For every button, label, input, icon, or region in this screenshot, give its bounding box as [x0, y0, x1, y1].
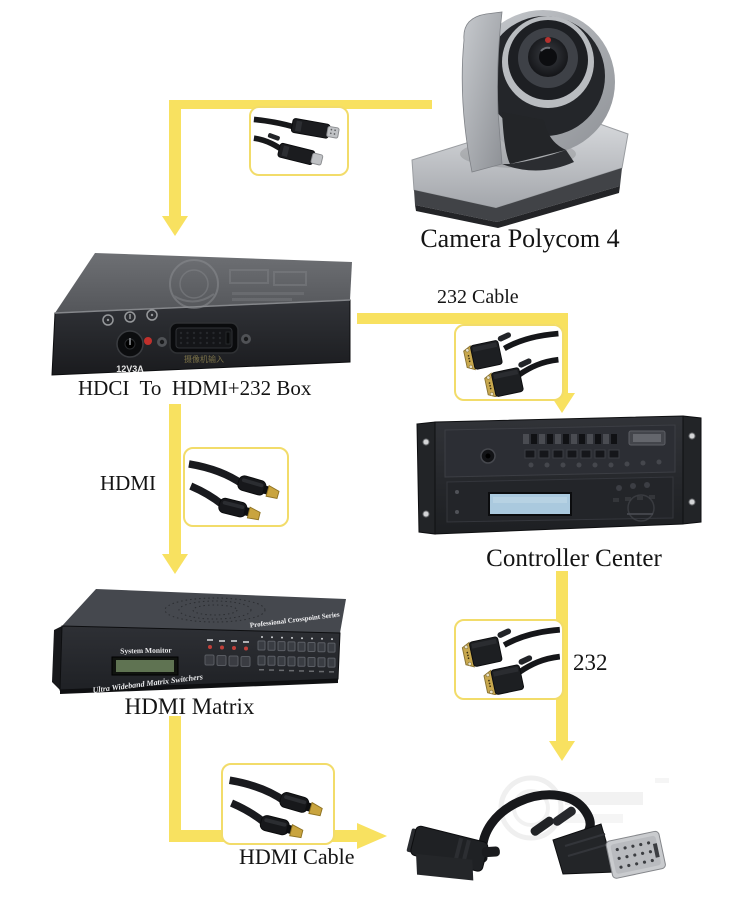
hdmi-cable-drawing-1 [188, 460, 280, 521]
arrow-controller-to-adapter-head-icon [549, 741, 575, 761]
rs232-serial-cable-image-2 [454, 619, 564, 700]
hdci-box-port-label: 摄像机输入 [184, 354, 224, 364]
camera-record-led [545, 37, 551, 43]
dvi-plug-1 [290, 118, 340, 139]
arrow-hdci-to-matrix-head-icon [162, 554, 188, 574]
adapter-thumbscrew-2 [552, 806, 576, 826]
hdci-box-label: HDCI To HDMI+232 Box [78, 376, 312, 400]
hdci-box-dvi-port [157, 322, 251, 354]
hdmi-cable-drawing-2 [228, 776, 323, 839]
camera-image [411, 10, 629, 228]
hdmi-cable-image-2 [221, 763, 335, 845]
camera-head [461, 10, 615, 173]
matrix-top-face [62, 589, 346, 633]
arrow-hdci-to-controller-horizontal [357, 313, 568, 324]
controller-connector-row [524, 449, 620, 459]
arrow-hdci-to-matrix-vertical [169, 404, 181, 556]
arrow-camera-to-hdci-vertical [169, 100, 181, 218]
arrow-camera-to-hdci-horizontal [170, 100, 432, 109]
hdci-box-power-jack [116, 330, 144, 358]
arrow-camera-to-hdci-head-icon [162, 216, 188, 236]
camera-label: Camera Polycom 4 [420, 224, 620, 253]
controller-lcd-display [488, 492, 572, 516]
matrix-middle-controls [204, 639, 251, 667]
matrix-left-side [52, 626, 62, 690]
hdci-box-image: 12V3A 摄像机输入 [51, 253, 352, 376]
db9-connector-1 [463, 340, 503, 371]
matrix-button-grid [257, 636, 336, 673]
hdci-dvi-cable-image [249, 106, 349, 176]
hdci-box-watermark-logo [169, 259, 307, 309]
rs232-serial-cable-image [454, 324, 564, 401]
controller-image [416, 415, 702, 535]
hdmi-plug-2 [218, 497, 261, 521]
rs232-serial-cable-drawing [463, 330, 559, 397]
hdmi-matrix-image: System Monitor [52, 589, 346, 695]
hdci-box-indicator-icons [102, 309, 158, 326]
controller-terminal-strip [523, 434, 617, 444]
rs232-cable-label: 232 Cable [437, 286, 519, 308]
arrow-matrix-to-adapter-vertical [169, 716, 181, 842]
hdmi-plug-1 [237, 475, 280, 499]
hdci-box-power-led [144, 337, 152, 345]
adapter-right-connector [552, 823, 666, 879]
db9-connector-2 [484, 367, 524, 397]
dvi-plug-2 [277, 142, 324, 166]
hdci-box-power-label: 12V3A [116, 364, 144, 374]
arrow-matrix-to-adapter-head-icon [357, 823, 387, 849]
adapter-thumbscrew-1 [530, 816, 554, 836]
hdci-dvi-cable-drawing [253, 116, 340, 166]
controller-label: Controller Center [486, 545, 662, 572]
controller-bottom-panel [446, 476, 674, 523]
hdmi-matrix-label: HDMI Matrix [124, 694, 255, 719]
camera-arm [461, 11, 503, 173]
controller-right-controls [613, 482, 655, 522]
hdmi-cable-label: HDMI Cable [239, 844, 355, 869]
controller-knob-row [528, 459, 662, 468]
hdmi-connection-label: HDMI [100, 471, 156, 495]
hdci-adapter-cable-image [406, 775, 669, 881]
controller-rack-ears [416, 415, 702, 535]
adapter-left-connector [406, 825, 500, 881]
hdmi-cable-image-1 [183, 447, 289, 527]
matrix-monitor-label: System Monitor [120, 646, 172, 656]
controller-top-panel [444, 424, 676, 478]
rs232-connection-label: 232 [573, 650, 608, 675]
rs232-serial-cable-drawing-2 [461, 626, 560, 695]
matrix-vent-swirl [164, 597, 266, 623]
